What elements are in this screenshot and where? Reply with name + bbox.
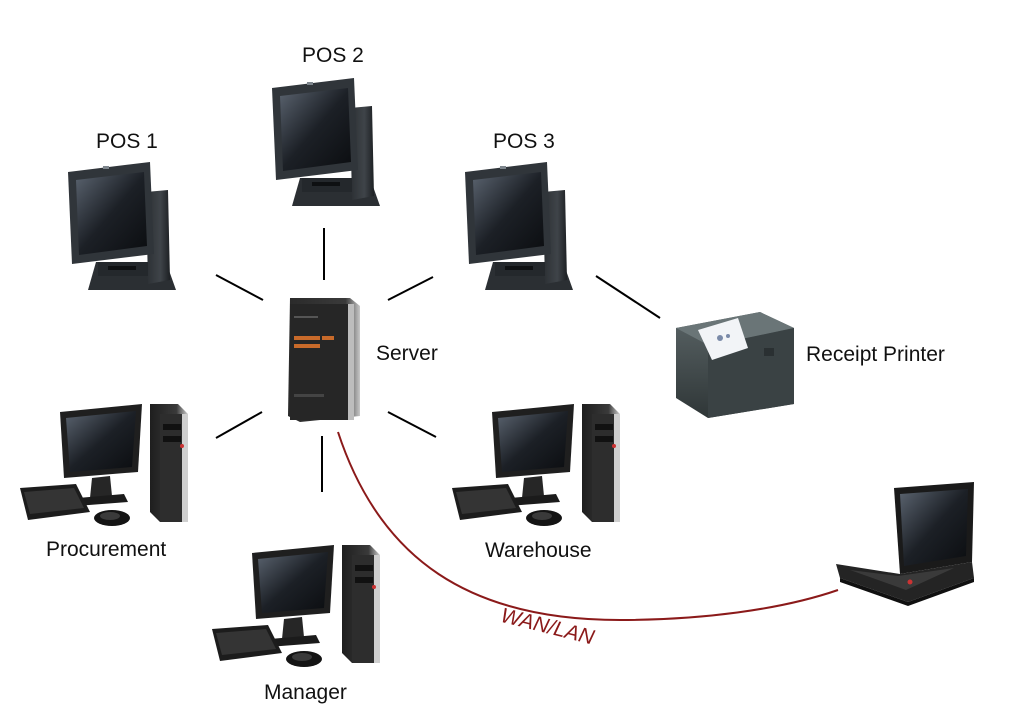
link-pos1-server [215,274,264,301]
server-label: Server [376,342,438,365]
connection-lines [215,228,661,492]
pos2-terminal-icon [272,78,380,206]
tower-server-icon [288,298,360,422]
procurement-label: Procurement [46,538,167,561]
link-pos3-printer [595,275,661,319]
manager-label: Manager [264,681,347,704]
pos3-label: POS 3 [493,130,555,153]
warehouse-desktop-icon [452,404,620,526]
laptop-icon [836,482,974,606]
pos1-label: POS 1 [96,130,158,153]
link-server-warehouse [387,411,437,438]
procurement-desktop-icon [20,404,188,526]
wan-lan-link [337,431,839,622]
receipt-printer-label: Receipt Printer [806,343,945,366]
link-pos3-server [387,276,434,301]
pos2-label: POS 2 [302,44,364,67]
warehouse-label: Warehouse [485,539,592,562]
link-server-procurement [215,411,263,439]
pos3-terminal-icon [465,162,573,290]
manager-desktop-icon [212,545,380,667]
receipt-printer-icon [676,312,794,418]
pos1-terminal-icon [68,162,176,290]
